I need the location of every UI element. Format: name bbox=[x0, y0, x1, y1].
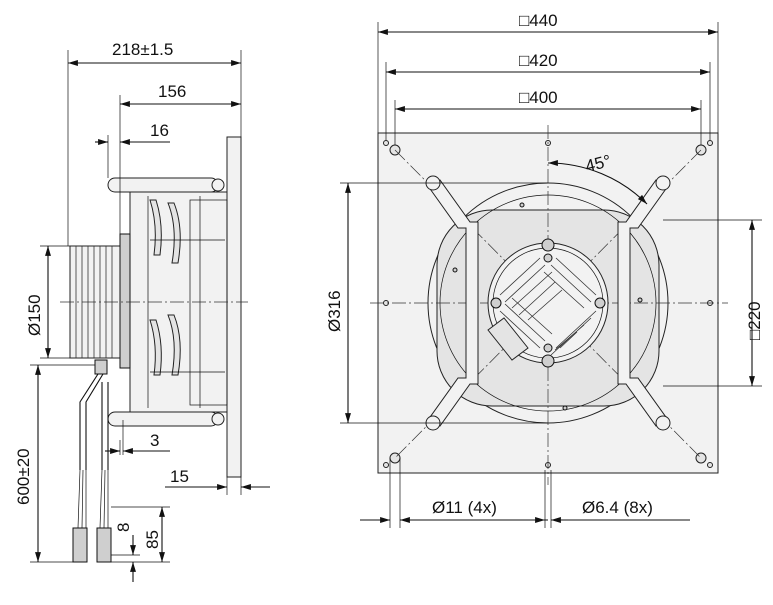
side-view: 218±1.5 156 16 Ø150 3 15 600±20 bbox=[14, 40, 270, 582]
dim-motor-diameter: Ø150 bbox=[25, 294, 44, 336]
dim-plate-400: □400 bbox=[519, 88, 558, 107]
side-mounting-plate bbox=[226, 136, 242, 478]
front-view: □440 □420 □400 45° Ø316 □220 Ø11 (4x) bbox=[325, 11, 764, 528]
front-struts bbox=[425, 175, 671, 431]
dim-3: 3 bbox=[150, 431, 159, 450]
dim-cable-length: 600±20 bbox=[14, 448, 33, 505]
dim-plate-440: □440 bbox=[519, 11, 558, 30]
front-motor-fins bbox=[499, 257, 597, 356]
dim-holes-6-4: Ø6.4 (8x) bbox=[582, 498, 653, 517]
dim-85: 85 bbox=[143, 530, 162, 549]
side-impeller-blades bbox=[149, 199, 225, 376]
dim-overall-depth: 218±1.5 bbox=[112, 40, 173, 59]
dim-220: □220 bbox=[745, 301, 764, 340]
dim-15: 15 bbox=[170, 467, 189, 486]
dim-plate-420: □420 bbox=[519, 51, 558, 70]
dim-8: 8 bbox=[114, 523, 133, 532]
side-strut-bottom bbox=[107, 411, 219, 427]
dim-16: 16 bbox=[150, 121, 169, 140]
dim-depth-156: 156 bbox=[158, 82, 186, 101]
side-cable bbox=[79, 373, 99, 470]
side-strut-top bbox=[107, 177, 219, 193]
dim-ring-diameter: Ø316 bbox=[325, 290, 344, 332]
dim-holes-11: Ø11 (4x) bbox=[432, 498, 497, 517]
